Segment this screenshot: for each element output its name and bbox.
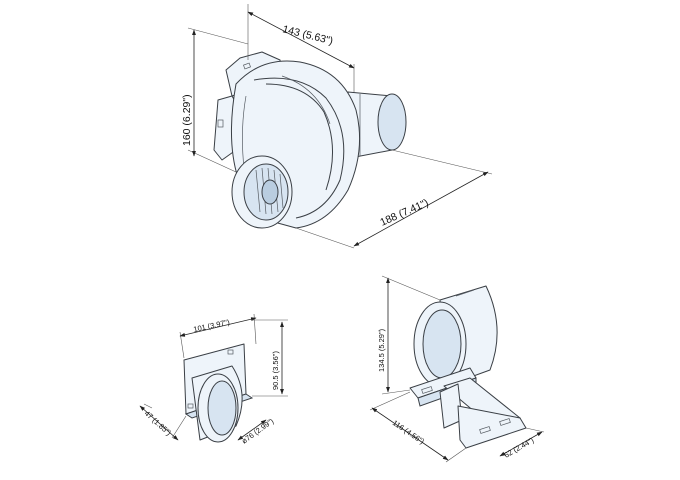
dim-label-blower-height: 160 (6.29")	[181, 94, 193, 146]
dim-flange-diameter: ø76 (2.99")	[237, 416, 276, 446]
dim-label-flange-width: 101 (3.97")	[193, 317, 231, 334]
dim-blower-height: 160 (6.29")	[181, 27, 249, 173]
dim-label-bracket-height: 134.5 (5.29")	[377, 328, 386, 372]
dim-label-flange-diameter: ø76 (2.99")	[240, 416, 276, 445]
bracket-drawing: 134.5 (5.29") 116 (4.56") 62 (2.44")	[369, 275, 545, 463]
dim-label-blower-length: 188 (7.41")	[378, 197, 430, 229]
dim-bracket-height: 134.5 (5.29")	[377, 275, 441, 395]
flange-drawing: 101 (3.97") 90.5 (3.56") 47 (1.85") ø76 …	[139, 313, 288, 446]
dim-label-flange-height: 90.5 (3.56")	[271, 351, 280, 390]
dim-label-flange-depth: 47 (1.85")	[143, 409, 174, 438]
bracket-ring	[413, 285, 498, 387]
blower-outlet-tube	[347, 91, 407, 159]
bracket-base	[409, 367, 527, 449]
blower-inlet	[231, 155, 293, 229]
dim-flange-depth: 47 (1.85")	[139, 403, 187, 441]
dim-flange-height: 90.5 (3.56")	[252, 319, 288, 397]
blower-drawing: 143 (5.63") 160 (6.29") 188 (7.41")	[181, 4, 493, 249]
dim-label-bracket-width: 116 (4.56")	[391, 418, 427, 446]
flange-tube	[191, 365, 243, 443]
dim-label-bracket-depth: 62 (2.44")	[503, 435, 536, 459]
